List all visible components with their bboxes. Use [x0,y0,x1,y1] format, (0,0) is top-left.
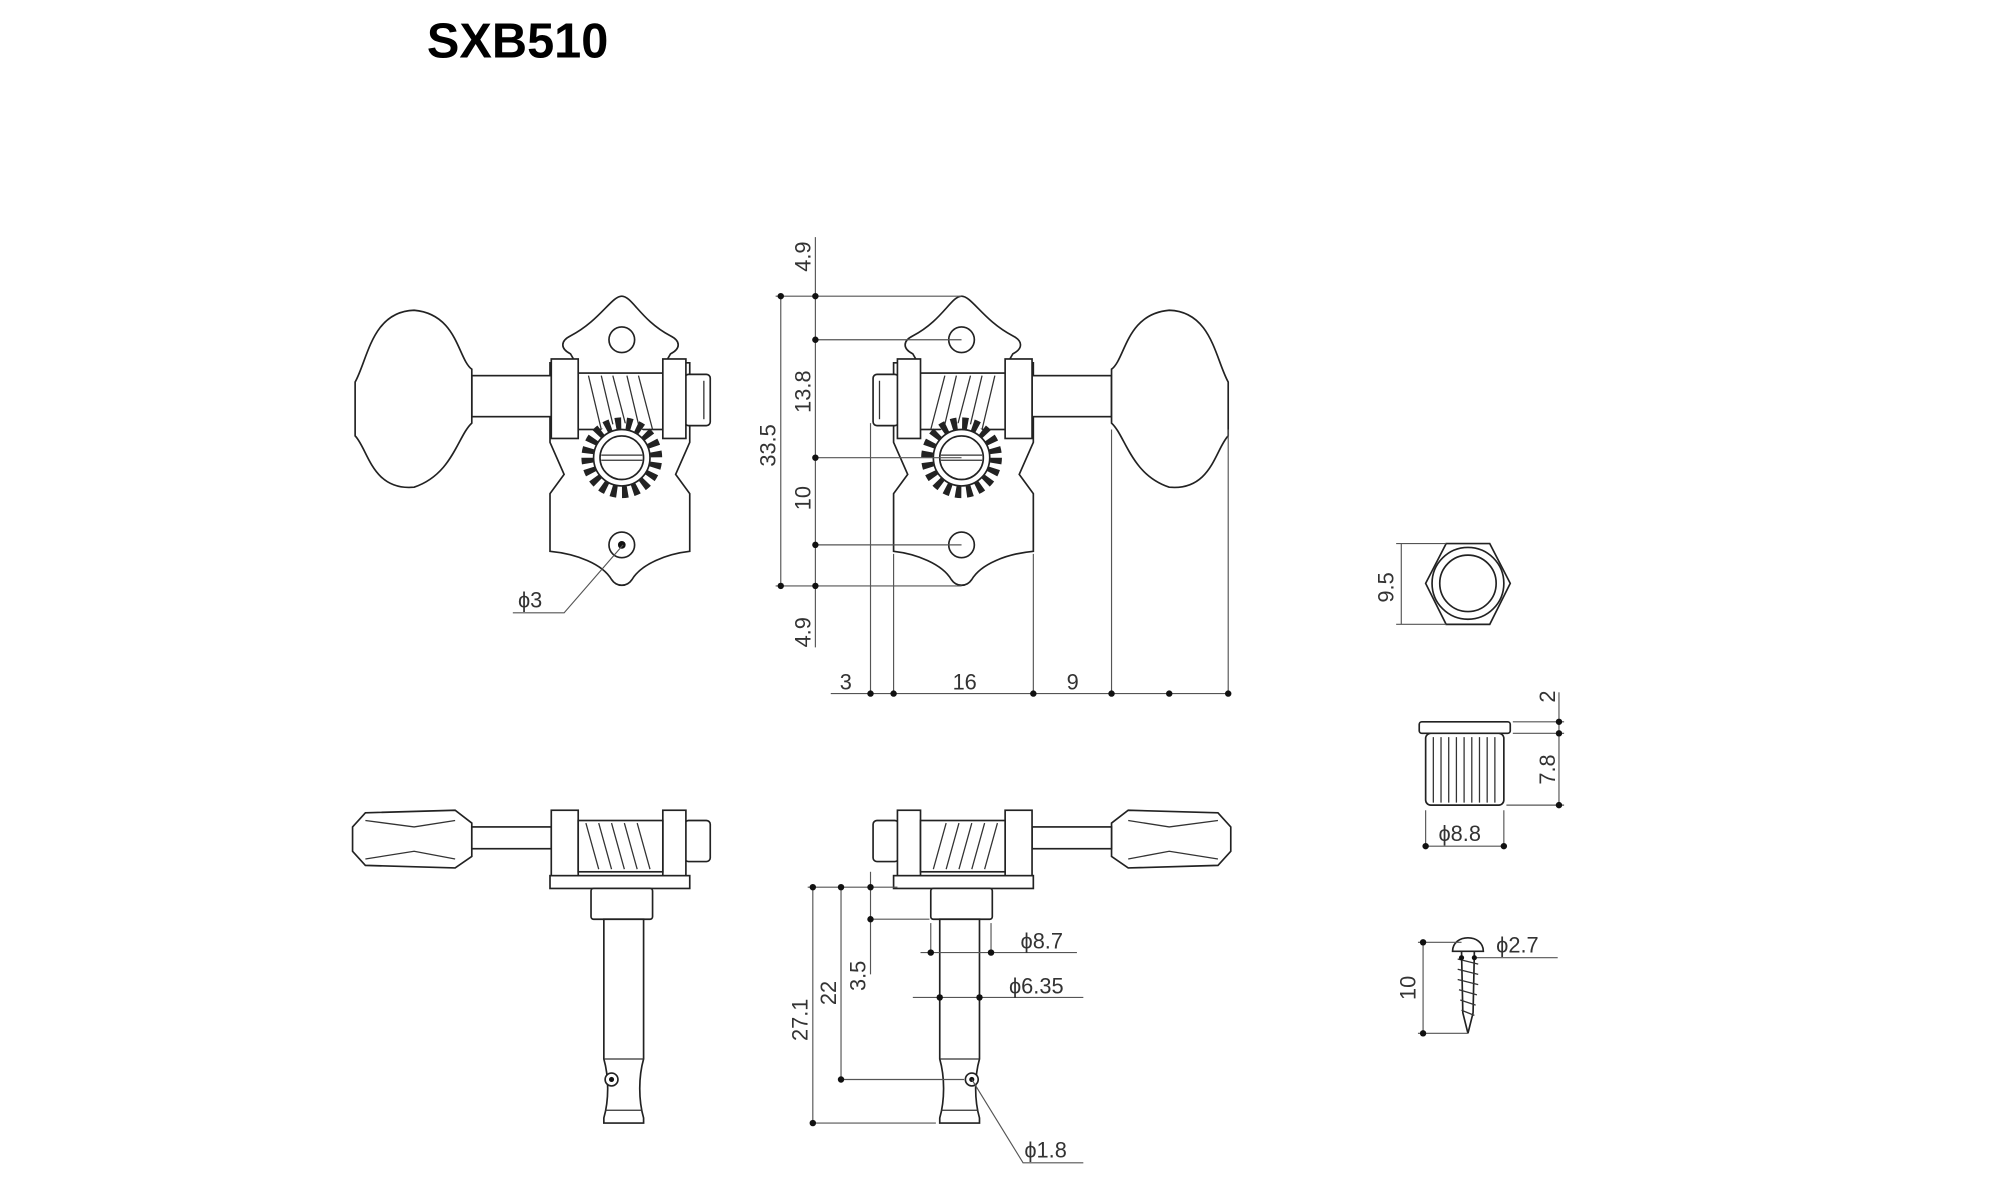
model-title: SXB510 [427,15,608,69]
dim-screw-diameter: ϕ2.7 [1496,933,1538,958]
dim-hole-diameter: ϕ3 [518,588,542,613]
dim-plate-width: 16 [953,670,977,695]
dim-top-offset: 4.9 [790,242,815,272]
tuner-front-view-left [355,296,710,585]
tuner-side-view-right [872,809,1232,1124]
dim-bottom-offset: 4.9 [790,617,815,647]
dim-total-post: 27.1 [788,999,813,1041]
dim-string-hole-diameter: ϕ1.8 [1024,1138,1066,1163]
dim-bushing-flange: 2 [1535,690,1560,702]
front-horizontal-dimensions [830,423,1232,697]
dim-total-height: 33.5 [756,424,781,466]
dim-bushing-diameter: ϕ8.7 [1021,929,1063,954]
mount-hole-marker [617,541,626,549]
dim-screw-length: 10 [1395,976,1420,1000]
dim-hex-width: 9.5 [1374,572,1399,602]
screw-drawing [1417,937,1558,1037]
hex-nut-drawing [1396,542,1512,626]
dim-nut-width: 3 [840,670,852,695]
dim-to-string-hole: 22 [816,981,841,1005]
dim-bushing-height: 3.5 [845,961,870,991]
dim-shaft-length: 9 [1067,670,1079,695]
side-dimensions [807,871,1084,1164]
dim-bushing-height: 7.8 [1535,754,1560,784]
dim-hole-to-gear: 13.8 [790,370,815,412]
dim-gear-to-hole: 10 [790,486,815,510]
front-vertical-dimensions [775,237,962,648]
dim-bushing-diameter-outer: ϕ8.8 [1438,821,1480,846]
dim-post-diameter: ϕ6.35 [1009,974,1064,999]
hole-leader-line [512,544,624,614]
tuner-side-view-left [351,809,712,1124]
bushing-drawing [1418,692,1565,850]
